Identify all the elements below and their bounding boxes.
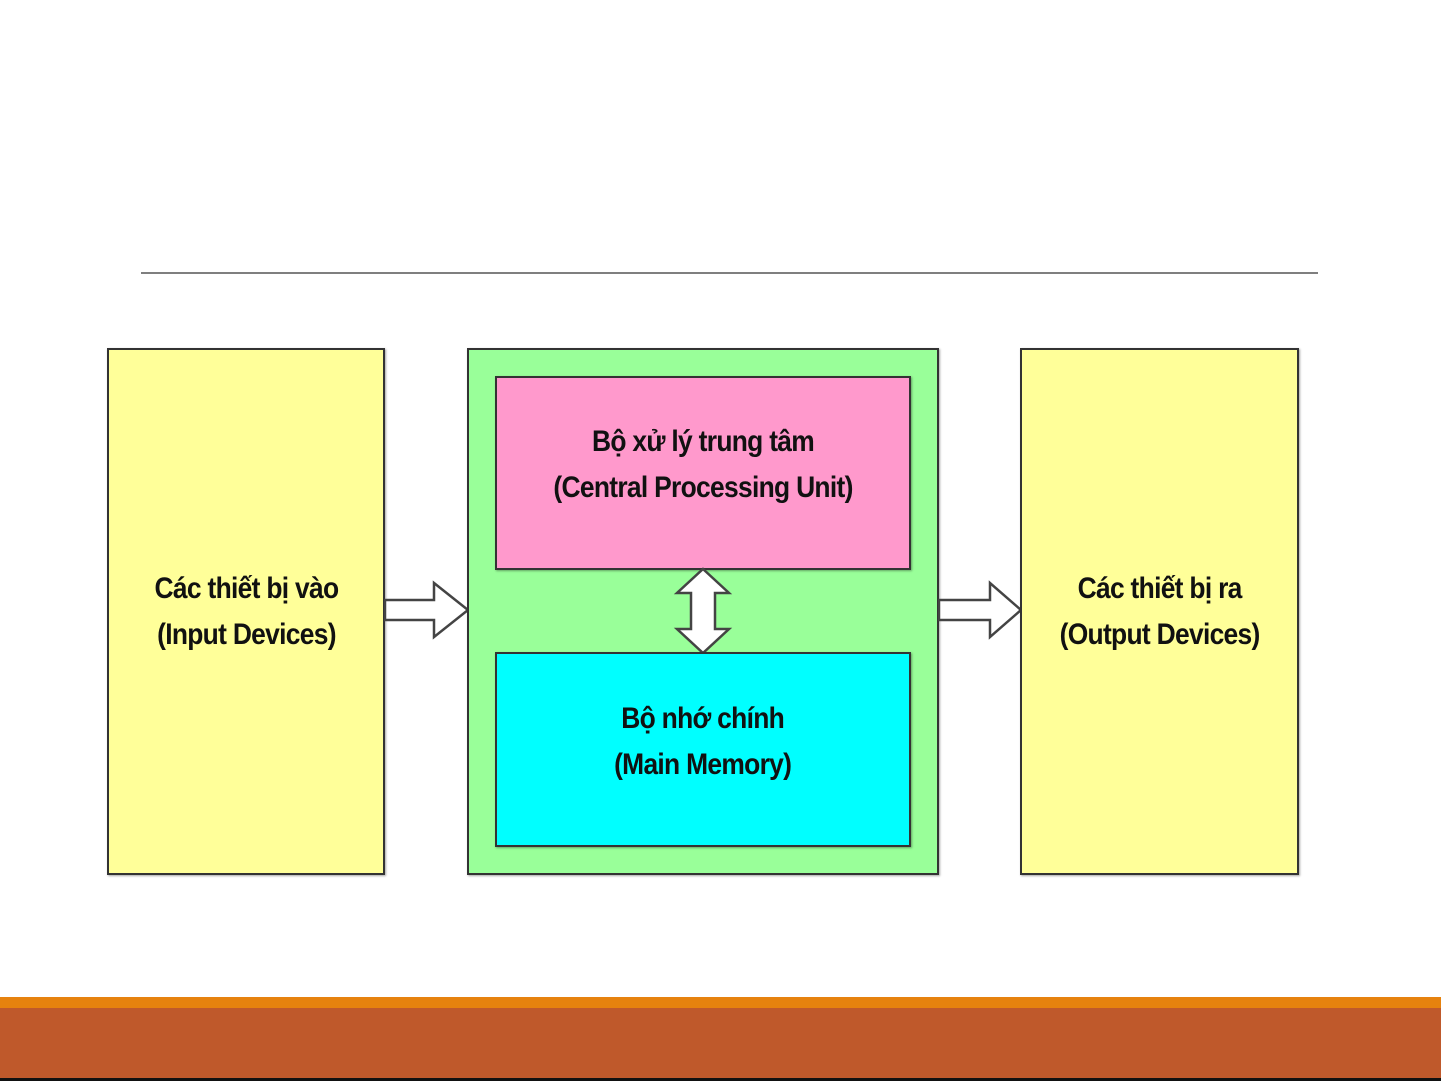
- cpu-label-en: (Central Processing Unit): [553, 465, 852, 511]
- cpu-label: Bộ xử lý trung tâm (Central Processing U…: [553, 419, 852, 511]
- input-devices-label-en: (Input Devices): [154, 612, 338, 658]
- up-down-arrow-icon: [672, 567, 734, 655]
- footer-accent-stripe: [0, 997, 1441, 1008]
- main-memory-label-vi: Bộ nhớ chính: [614, 696, 791, 742]
- main-memory-label: Bộ nhớ chính (Main Memory): [614, 696, 791, 788]
- cpu-label-vi: Bộ xử lý trung tâm: [553, 419, 852, 465]
- title-divider: [141, 272, 1318, 274]
- right-arrow-icon: [384, 580, 470, 640]
- footer-band: [0, 1008, 1441, 1078]
- main-memory-label-en: (Main Memory): [614, 742, 791, 788]
- input-devices-label-vi: Các thiết bị vào: [154, 566, 338, 612]
- cpu-box: Bộ xử lý trung tâm (Central Processing U…: [495, 376, 911, 570]
- main-memory-box: Bộ nhớ chính (Main Memory): [495, 652, 911, 847]
- output-devices-box: Các thiết bị ra (Output Devices): [1020, 348, 1299, 875]
- output-devices-label-vi: Các thiết bị ra: [1060, 566, 1260, 612]
- output-devices-label: Các thiết bị ra (Output Devices): [1060, 566, 1260, 658]
- output-devices-label-en: (Output Devices): [1060, 612, 1260, 658]
- input-devices-box: Các thiết bị vào (Input Devices): [107, 348, 385, 875]
- input-devices-label: Các thiết bị vào (Input Devices): [154, 566, 338, 658]
- right-arrow-icon: [938, 580, 1023, 640]
